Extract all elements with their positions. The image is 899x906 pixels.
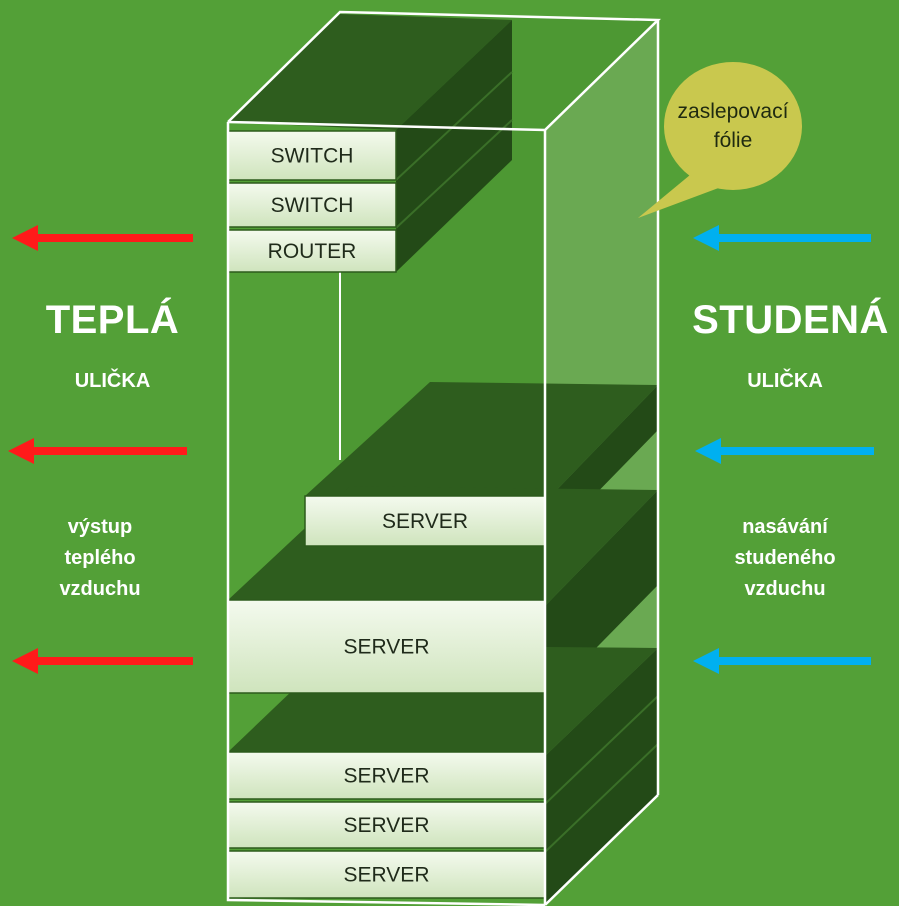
cold-arrow-1 (693, 225, 871, 251)
rack-unit-8: SERVER (227, 850, 546, 899)
rack-unit-face (227, 599, 546, 694)
callout-bubble (638, 62, 802, 218)
rack-unit-label: SERVER (344, 765, 430, 788)
airflow-arrows (8, 225, 874, 674)
cold-aisle-title: STUDENÁ (692, 298, 889, 342)
rack-unit-label: SERVER (344, 814, 430, 837)
rack-unit-label: SWITCH (271, 145, 354, 168)
rack-unit-4: SERVER (304, 495, 546, 547)
hot-arrow-1 (12, 225, 193, 251)
cold-aisle-subtitle: ULIČKA (747, 370, 823, 392)
hot-arrow-3 (12, 648, 193, 674)
rack-unit-face (227, 850, 546, 899)
callout-text: zaslepovací fólie (673, 97, 793, 155)
unit-faces: SWITCH SWITCH ROUTER SERVER SERVER SERVER SERV… (227, 130, 546, 899)
rack-unit-face (227, 751, 546, 800)
cold-arrow-3 (693, 648, 871, 674)
cold-desc-line-1: nasávání (742, 516, 828, 538)
hot-aisle-title: TEPLÁ (45, 298, 180, 342)
rack-unit-label: SWITCH (271, 194, 354, 217)
network-block-side (396, 20, 512, 272)
hot-aisle-description: výstup teplého vzduchu (30, 512, 170, 605)
rack-frame-front (226, 10, 661, 906)
hot-desc-line-2: teplého (64, 547, 136, 569)
rack-unit-label: SERVER (344, 864, 430, 887)
callout-line-1: zaslepovací (677, 100, 789, 123)
cold-desc-line-2: studeného (734, 547, 836, 569)
rack-unit-face (304, 495, 546, 547)
hot-aisle-subtitle: ULIČKA (74, 370, 151, 392)
hot-desc-line-3: vzduchu (59, 578, 141, 600)
rack-unit-6: SERVER (227, 751, 546, 800)
cold-arrow-2 (695, 438, 874, 464)
rack-unit-7: SERVER (227, 801, 546, 849)
network-block (228, 14, 513, 272)
rack-unit-5: SERVER (227, 599, 546, 694)
hot-arrow-2 (8, 438, 187, 464)
rack-unit-face (227, 130, 397, 181)
rack-unit-label: SERVER (382, 510, 468, 533)
rack-unit-label: SERVER (344, 636, 430, 659)
hot-desc-line-1: výstup (67, 516, 133, 538)
rack-unit-2: SWITCH (227, 182, 397, 228)
rack-unit-label: ROUTER (268, 240, 357, 263)
cold-aisle-description: nasávání studeného vzduchu (710, 512, 860, 605)
rack-unit-face (227, 229, 397, 273)
network-block-top (228, 14, 512, 130)
rack-unit-3: ROUTER (227, 229, 397, 273)
rack-unit-face (227, 182, 397, 228)
cold-desc-line-3: vzduchu (744, 578, 826, 600)
callout-line-2: fólie (713, 129, 753, 152)
rack-unit-1: SWITCH (227, 130, 397, 181)
